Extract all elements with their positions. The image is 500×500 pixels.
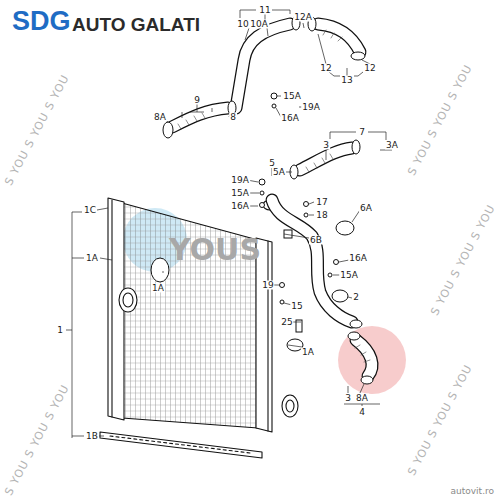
callout-number: 1A [151,284,165,293]
callout-number: 3A [385,141,399,150]
callout-number: 4 [358,408,366,417]
callout-number: 15A [282,92,302,101]
callout-number: 15A [339,271,359,280]
leader-lines [66,10,392,438]
callout-number: 5A [272,168,286,177]
callout-number: 12 [319,64,332,73]
callout-number: 19A [301,103,321,112]
callout-number: 2 [352,293,360,302]
watermark: S YOU S YOU S YOU [3,73,71,188]
callout-number: 25 [280,318,293,327]
callout-number: 10A [249,20,269,29]
callout-number: 3 [322,141,330,150]
callout-number: 15A [230,189,250,198]
intercooler [100,198,298,458]
callout-number: 18 [315,211,328,220]
callout-number: 12A [293,13,313,22]
callout-number: 15 [290,302,303,311]
brand-name: AUTO GALATI [72,15,200,34]
callout-number: 16A [230,202,250,211]
callout-number: 12 [363,64,376,73]
callout-number: 19A [230,176,250,185]
callout-number: 8 [229,113,237,122]
callout-number: 7 [358,128,366,137]
watermark: S YOU S YOU S YOU [406,63,474,178]
callout-number: 1B [85,432,99,441]
callout-number: 9 [193,96,201,105]
callout-number: 8A [355,394,369,403]
callout-number: 3 [344,394,352,403]
clamps-rings [151,16,373,384]
brand-logo: SDG [12,8,71,35]
callout-number: 1A [301,348,315,357]
callout-number: 16A [280,114,300,123]
watermark: S YOU S YOU S YOU [429,203,497,318]
highlight-circle [338,326,406,394]
watermark: autovit.ro [451,487,494,496]
watermark: S YOU S YOU S YOU [406,363,474,478]
callout-number: 6A [359,204,373,213]
callout-number: 19 [261,281,274,290]
callout-number: 17 [315,198,328,207]
callout-number: 13 [340,76,353,85]
callout-number: 5 [268,159,276,168]
callout-number: 10 [236,20,249,29]
callout-number: 1 [56,326,64,335]
callout-number: 8A [153,113,167,122]
callout-number: 6B [309,236,323,245]
callout-number: 16A [348,254,368,263]
watermark: YOUS [169,235,261,265]
hoses [172,24,372,376]
watermark: S YOU S YOU S YOU [3,382,71,497]
callout-number: 1C [83,206,97,215]
callout-number: 1A [85,254,99,263]
callout-number: 11 [258,6,271,15]
